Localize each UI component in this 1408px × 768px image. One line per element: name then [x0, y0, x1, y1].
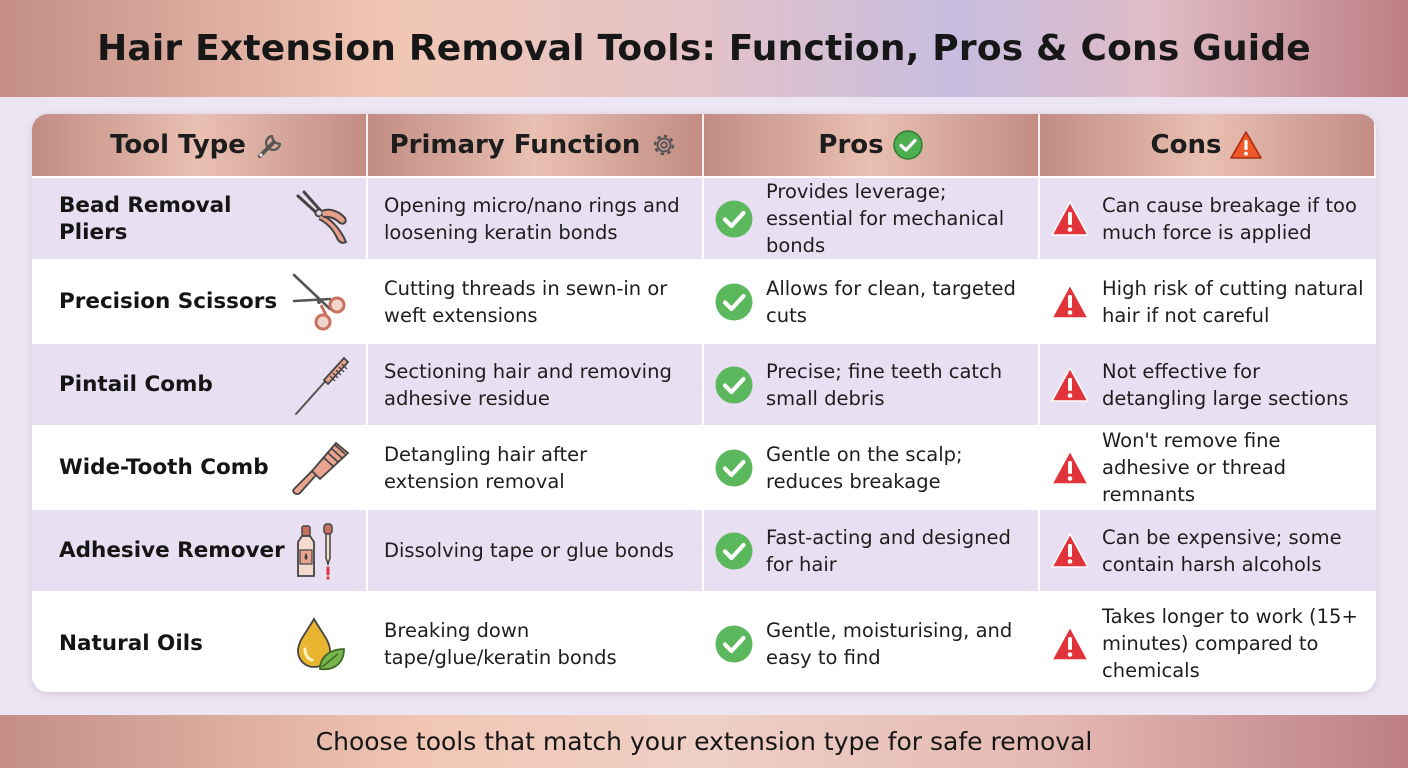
cons-cell: Takes longer to work (15+ minutes) compa… [1040, 591, 1376, 692]
tool-name: Precision Scissors [59, 289, 278, 314]
pros-text: Gentle, moisturising, and easy to find [766, 618, 1013, 669]
function-text: Cutting threads in sewn-in or weft exten… [384, 276, 668, 327]
comparison-table: Tool Type Primary Function Pros Cons Bea… [32, 114, 1376, 692]
tool-name: Natural Oils [59, 631, 203, 656]
header-primary-function: Primary Function [368, 114, 704, 176]
tool-type-cell: Precision Scissors [32, 259, 368, 342]
function-cell: Dissolving tape or glue bonds [368, 508, 704, 591]
cons-text: Can cause breakage if too much force is … [1102, 193, 1357, 244]
check-circle-icon [715, 625, 753, 662]
gear-icon [648, 129, 680, 161]
function-cell: Opening micro/nano rings and loosening k… [368, 176, 704, 259]
warning-triangle-icon [1051, 532, 1089, 568]
function-text: Dissolving tape or glue bonds [384, 539, 674, 562]
cons-text: Takes longer to work (15+ minutes) compa… [1102, 605, 1358, 682]
pros-cell: Precise; fine teeth catch small debris [704, 342, 1040, 425]
function-text: Sectioning hair and removing adhesive re… [384, 359, 672, 410]
cons-text: Not effective for detangling large secti… [1102, 359, 1349, 410]
header-label: Pros [818, 130, 884, 160]
check-circle-icon [715, 200, 753, 237]
function-cell: Sectioning hair and removing adhesive re… [368, 342, 704, 425]
footer-tip: Choose tools that match your extension t… [315, 727, 1093, 756]
function-text: Breaking down tape/glue/keratin bonds [384, 618, 617, 669]
scissors-icon [290, 271, 352, 333]
header-label: Cons [1150, 130, 1222, 160]
pliers-icon [290, 188, 352, 250]
footer-banner: Choose tools that match your extension t… [0, 715, 1408, 768]
tool-type-cell: Pintail Comb [32, 342, 368, 425]
check-circle-icon [715, 532, 753, 569]
tool-name: Adhesive Remover [59, 538, 285, 563]
wrench-icon [254, 128, 288, 162]
pros-text: Gentle on the scalp; reduces breakage [766, 442, 963, 493]
warning-triangle-icon [1051, 449, 1089, 485]
cons-cell: Won't remove fine adhesive or thread rem… [1040, 425, 1376, 508]
header-tool-type: Tool Type [32, 114, 368, 176]
warning-triangle-icon [1051, 366, 1089, 402]
function-text: Opening micro/nano rings and loosening k… [384, 193, 680, 244]
header-label: Primary Function [389, 130, 641, 160]
warning-triangle-icon [1229, 129, 1263, 161]
function-cell: Cutting threads in sewn-in or weft exten… [368, 259, 704, 342]
pros-text: Provides leverage; essential for mechani… [766, 180, 1005, 257]
check-circle-icon [715, 283, 753, 320]
function-cell: Detangling hair after extension removal [368, 425, 704, 508]
remover-bottles-icon [290, 520, 352, 582]
page-title: Hair Extension Removal Tools: Function, … [97, 28, 1311, 69]
check-circle-icon [715, 366, 753, 403]
title-banner: Hair Extension Removal Tools: Function, … [0, 0, 1408, 97]
function-text: Detangling hair after extension removal [384, 442, 588, 493]
pros-cell: Provides leverage; essential for mechani… [704, 176, 1040, 259]
cons-text: Won't remove fine adhesive or thread rem… [1102, 429, 1287, 506]
cons-text: Can be expensive; some contain harsh alc… [1102, 525, 1342, 576]
pros-cell: Fast-acting and designed for hair [704, 508, 1040, 591]
tool-type-cell: Adhesive Remover [32, 508, 368, 591]
cons-cell: Not effective for detangling large secti… [1040, 342, 1376, 425]
function-cell: Breaking down tape/glue/keratin bonds [368, 591, 704, 692]
tool-type-cell: Natural Oils [32, 591, 368, 692]
header-cons: Cons [1040, 114, 1376, 176]
warning-triangle-icon [1051, 625, 1089, 661]
cons-text: High risk of cutting natural hair if not… [1102, 276, 1364, 327]
pros-text: Precise; fine teeth catch small debris [766, 359, 1003, 410]
header-label: Tool Type [110, 130, 246, 160]
pros-cell: Gentle on the scalp; reduces breakage [704, 425, 1040, 508]
wide-tooth-comb-icon [290, 437, 352, 499]
pros-cell: Gentle, moisturising, and easy to find [704, 591, 1040, 692]
check-circle-icon [715, 449, 753, 486]
tool-name: Wide-Tooth Comb [59, 455, 269, 480]
pros-text: Allows for clean, targeted cuts [766, 276, 1016, 327]
warning-triangle-icon [1051, 283, 1089, 319]
pros-cell: Allows for clean, targeted cuts [704, 259, 1040, 342]
cons-cell: High risk of cutting natural hair if not… [1040, 259, 1376, 342]
tool-type-cell: Bead Removal Pliers [32, 176, 368, 259]
tool-name: Pintail Comb [59, 372, 213, 397]
warning-triangle-icon [1051, 200, 1089, 236]
table-grid: Tool Type Primary Function Pros Cons Bea… [32, 114, 1376, 692]
oil-drop-leaf-icon [290, 613, 352, 675]
pros-text: Fast-acting and designed for hair [766, 525, 1011, 576]
tool-type-cell: Wide-Tooth Comb [32, 425, 368, 508]
cons-cell: Can be expensive; some contain harsh alc… [1040, 508, 1376, 591]
header-pros: Pros [704, 114, 1040, 176]
tool-name: Bead Removal Pliers [59, 192, 232, 245]
pintail-comb-icon [290, 354, 352, 416]
check-circle-icon [892, 129, 924, 161]
cons-cell: Can cause breakage if too much force is … [1040, 176, 1376, 259]
